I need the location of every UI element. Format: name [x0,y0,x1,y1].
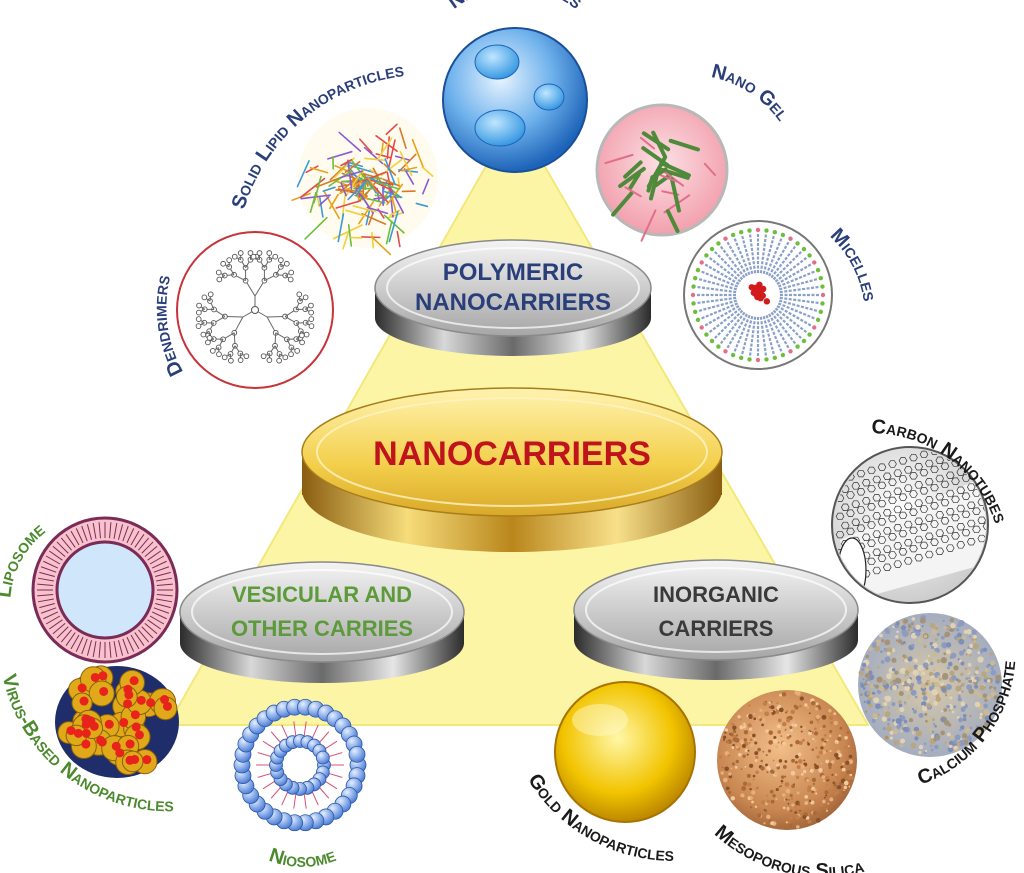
polymeric-label-line1: POLYMERIC [443,259,583,286]
inorganic-coin: INORGANIC CARRIERS [573,559,859,680]
carbon-nanotubes-sphere [831,446,989,604]
niosome-label: Niosome [266,844,338,872]
vesicular-coin: VESICULAR AND OTHER CARRIES [179,561,465,683]
polymeric-coin: POLYMERIC NANOCARRIERS [374,239,652,356]
polymeric-label-line2: NANOCARRIERS [415,289,611,316]
mesoporous-silica-sphere [717,690,857,830]
virus-based-cluster [55,665,179,778]
nano-gel-label: Nano Gel [709,60,793,125]
micelles-label: Micelles [826,224,881,303]
liposome-sphere [31,516,179,664]
inorganic-label-line2: CARRIERS [659,616,774,641]
nanoparticles-sphere [442,27,588,173]
nano-gel-sphere [595,103,729,242]
vesicular-label-line2: OTHER CARRIES [231,616,413,641]
nanoparticles-label: Nanoparticles [443,0,587,14]
calcium-phosphate-sphere [858,613,1002,757]
micelles-sphere [683,220,833,370]
vesicular-label-line1: VESICULAR AND [232,582,412,607]
gold-nanoparticles-sphere [554,681,696,823]
center-coin: NANOCARRIERS [301,387,723,552]
center-label: NANOCARRIERS [373,435,651,473]
inorganic-label-line1: INORGANIC [653,582,779,607]
solid-lipid-sphere [291,108,438,256]
niosome-sphere [233,698,367,832]
dendrimers-sphere [176,231,334,389]
